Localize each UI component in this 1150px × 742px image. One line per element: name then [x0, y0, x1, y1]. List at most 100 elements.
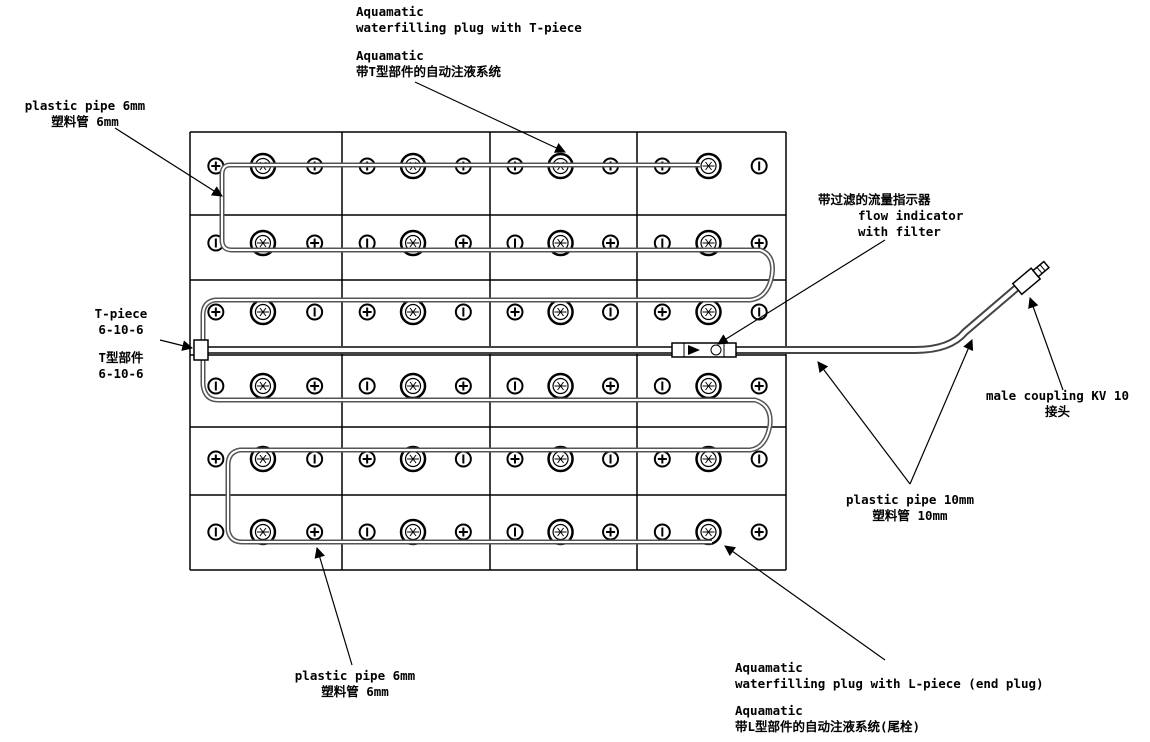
watering-plug-icon	[695, 152, 722, 180]
label-flow-indicator-en-line2: with filter	[858, 224, 941, 239]
positive-terminal-icon	[506, 303, 524, 321]
label-flow-indicator-cn: 带过滤的流量指示器	[818, 192, 931, 207]
label-pipe6-top-en: plastic pipe 6mm	[24, 98, 146, 113]
watering-plug-icon	[695, 372, 722, 400]
arrow-tpiece	[159, 339, 194, 351]
watering-plug-icon	[547, 298, 574, 326]
label-end-plug-cn-line2: 带L型部件的自动注液系统(尾栓)	[735, 719, 921, 734]
positive-terminal-icon	[602, 234, 620, 252]
positive-terminal-icon	[358, 303, 376, 321]
label-tpiece-cn-line2: 6-10-6	[98, 366, 144, 381]
positive-terminal-icon	[653, 303, 671, 321]
label-plug-t-en: Aquamatic waterfilling plug with T-piece	[356, 4, 582, 36]
label-tpiece-en-line2: 6-10-6	[98, 322, 144, 337]
watering-plug-icon	[249, 298, 277, 326]
label-male-coupling: male coupling KV 10 接头	[970, 388, 1145, 420]
negative-terminal-icon	[207, 523, 225, 541]
label-plug-t-cn-line2: 带T型部件的自动注液系统	[356, 64, 502, 79]
negative-terminal-icon	[207, 377, 225, 395]
label-pipe6-bottom-en: plastic pipe 6mm	[294, 668, 416, 683]
pipe-6mm-upper	[200, 162, 775, 345]
positive-terminal-icon	[602, 523, 620, 541]
negative-terminal-icon	[602, 303, 620, 321]
watering-plug-icon	[399, 372, 427, 400]
label-pipe6-top-cn: 塑料管 6mm	[51, 114, 119, 129]
label-end-plug-cn-line1: Aquamatic	[735, 703, 803, 718]
negative-terminal-icon	[506, 523, 524, 541]
positive-terminal-icon	[653, 450, 671, 468]
label-tpiece-cn-line1: T型部件	[98, 350, 144, 365]
label-pipe6-bottom-cn: 塑料管 6mm	[321, 684, 389, 699]
label-flow-indicator-en-line1: flow indicator	[858, 208, 964, 223]
label-flow-indicator: 带过滤的流量指示器 flow indicator with filter	[818, 192, 963, 240]
pipe-6mm-lower	[200, 355, 773, 545]
positive-terminal-icon	[454, 234, 472, 252]
positive-terminal-icon	[506, 450, 524, 468]
negative-terminal-icon	[750, 157, 768, 175]
male-coupling	[1011, 260, 1051, 296]
negative-terminal-icon	[506, 377, 524, 395]
arrow-pipe10-a	[817, 361, 911, 485]
arrow-flow-indicator	[717, 239, 886, 345]
label-end-plug-en-line2: waterfilling plug with L-piece (end plug…	[735, 676, 1044, 691]
negative-terminal-icon	[750, 450, 768, 468]
label-pipe10: plastic pipe 10mm 塑料管 10mm	[820, 492, 1000, 524]
label-end-plug-en: Aquamatic waterfilling plug with L-piece…	[735, 660, 1044, 692]
watering-plug-icon	[547, 518, 574, 546]
t-piece	[193, 339, 209, 361]
negative-terminal-icon	[454, 450, 472, 468]
arrow-end-plug	[724, 545, 886, 661]
flow-indicator	[671, 342, 737, 358]
watering-plug-icon	[547, 372, 574, 400]
watering-plug-icon	[547, 445, 574, 473]
label-tpiece-en: T-piece 6-10-6	[86, 306, 156, 338]
watering-plug-icon	[399, 445, 427, 473]
watering-plug-icon	[249, 372, 277, 400]
positive-terminal-icon	[454, 377, 472, 395]
label-male-coupling-en: male coupling KV 10	[986, 388, 1129, 403]
positive-terminal-icon	[207, 450, 225, 468]
negative-terminal-icon	[306, 303, 324, 321]
negative-terminal-icon	[358, 523, 376, 541]
callout-arrows	[114, 81, 1064, 666]
negative-terminal-icon	[653, 523, 671, 541]
positive-terminal-icon	[750, 523, 768, 541]
arrow-coupling	[1028, 296, 1064, 391]
label-end-plug-cn: Aquamatic 带L型部件的自动注液系统(尾栓)	[735, 703, 920, 735]
positive-terminal-icon	[306, 377, 324, 395]
label-plug-t-en-line1: Aquamatic	[356, 4, 424, 19]
positive-terminal-icon	[306, 523, 324, 541]
label-pipe6-top: plastic pipe 6mm 塑料管 6mm	[10, 98, 160, 130]
arrow-pipe6-top	[114, 127, 223, 197]
label-end-plug-en-line1: Aquamatic	[735, 660, 803, 675]
negative-terminal-icon	[602, 450, 620, 468]
negative-terminal-icon	[358, 377, 376, 395]
label-plug-t-en-line2: waterfilling plug with T-piece	[356, 20, 582, 35]
label-plug-t-cn: Aquamatic 带T型部件的自动注液系统	[356, 48, 501, 80]
arrow-plug-t	[414, 81, 566, 153]
watering-plug-icon	[399, 152, 427, 180]
positive-terminal-icon	[358, 450, 376, 468]
label-pipe10-en: plastic pipe 10mm	[846, 492, 974, 507]
negative-terminal-icon	[653, 377, 671, 395]
label-tpiece-en-line1: T-piece	[94, 306, 148, 321]
watering-plug-icon	[695, 445, 722, 473]
watering-plug-icon	[695, 298, 722, 326]
watering-plug-icon	[399, 518, 427, 546]
pipe-network	[193, 162, 1051, 545]
negative-terminal-icon	[454, 303, 472, 321]
label-pipe6-bottom: plastic pipe 6mm 塑料管 6mm	[280, 668, 430, 700]
arrow-pipe6-bottom	[314, 546, 353, 666]
label-pipe10-cn: 塑料管 10mm	[872, 508, 948, 523]
positive-terminal-icon	[454, 523, 472, 541]
positive-terminal-icon	[207, 157, 225, 175]
label-plug-t-cn-line1: Aquamatic	[356, 48, 424, 63]
watering-plug-icon	[399, 298, 427, 326]
positive-terminal-icon	[306, 234, 324, 252]
positive-terminal-icon	[207, 303, 225, 321]
positive-terminal-icon	[750, 377, 768, 395]
negative-terminal-icon	[306, 450, 324, 468]
label-male-coupling-cn: 接头	[1044, 404, 1070, 419]
label-tpiece-cn: T型部件 6-10-6	[86, 350, 156, 382]
